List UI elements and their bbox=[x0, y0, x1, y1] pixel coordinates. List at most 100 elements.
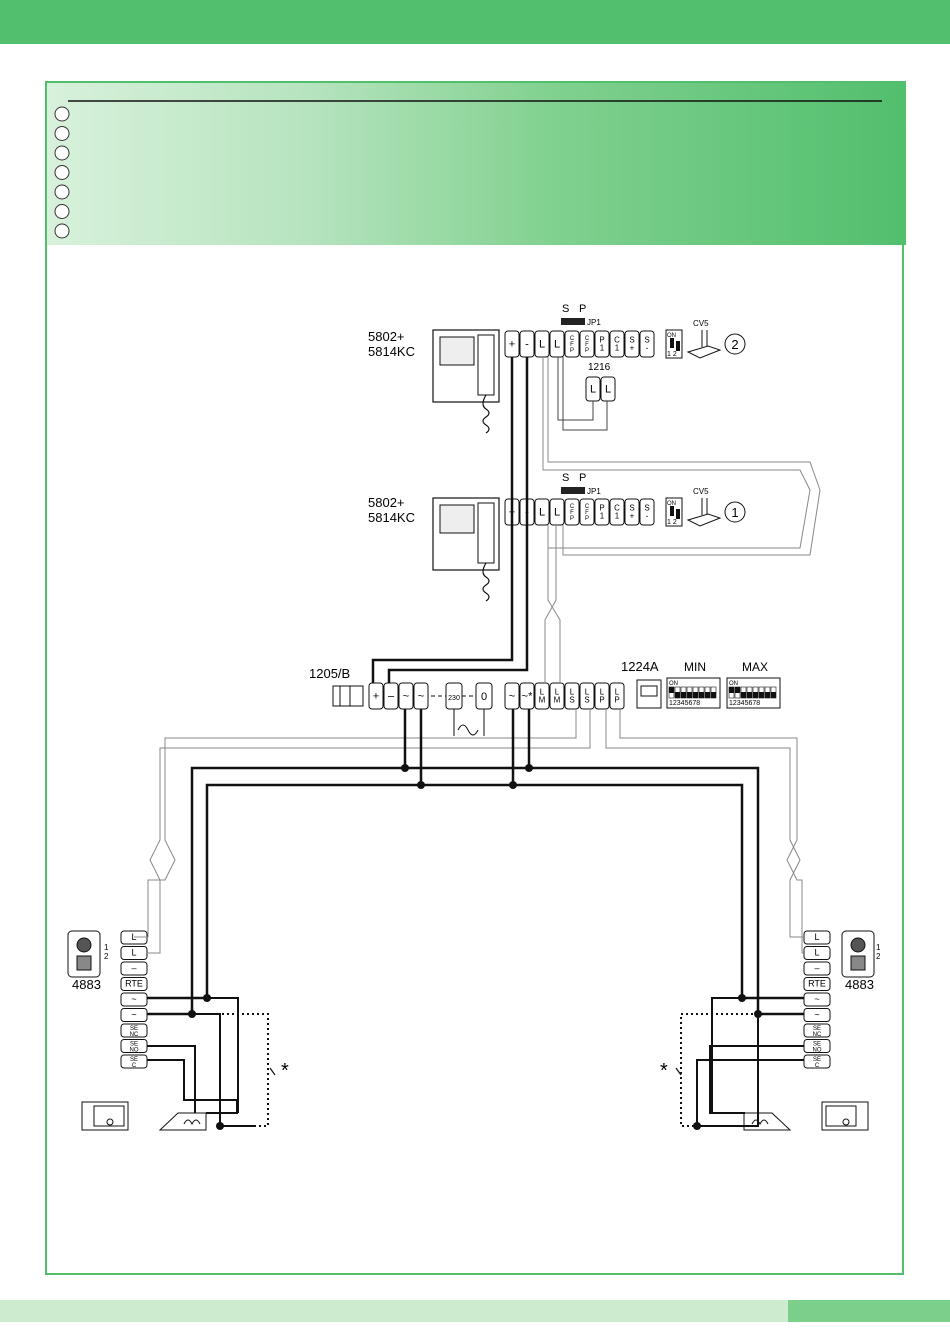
terminal bbox=[600, 376, 616, 402]
monitor-bottom-screen bbox=[439, 504, 475, 534]
terminal-label: NO bbox=[813, 1048, 822, 1054]
junctions bbox=[188, 764, 762, 1130]
terminal bbox=[120, 961, 148, 976]
terminal-label: S bbox=[629, 504, 634, 513]
terminal bbox=[609, 498, 625, 526]
option-circle bbox=[54, 165, 70, 180]
terminal bbox=[549, 498, 565, 526]
monitor-top-handset bbox=[477, 334, 495, 396]
terminal bbox=[564, 330, 580, 358]
thick-wires bbox=[147, 357, 804, 1127]
controller-label: 1224A bbox=[621, 659, 659, 674]
thin-wires bbox=[134, 357, 821, 954]
terminal-label: + bbox=[630, 512, 635, 521]
terminal bbox=[120, 977, 148, 991]
terminal-label: S bbox=[644, 504, 649, 513]
dip-min-on: ON bbox=[669, 681, 678, 687]
terminal-label: SE bbox=[813, 1057, 821, 1063]
terminal-label: ~* bbox=[522, 691, 533, 703]
terminal-label: NC bbox=[813, 1032, 822, 1038]
terminal-label: SE bbox=[130, 1026, 138, 1032]
jumper-p-label: P bbox=[579, 303, 586, 315]
terminal bbox=[594, 498, 610, 526]
terminal bbox=[609, 330, 625, 358]
dip-top-nums: 1 2 bbox=[667, 351, 677, 358]
jumper-top-label: JP1 bbox=[587, 318, 601, 327]
jumper-bottom-label: JP1 bbox=[587, 487, 601, 496]
terminal-label: – bbox=[814, 963, 819, 973]
option-circle bbox=[54, 223, 70, 239]
dip-switch-blocks bbox=[668, 338, 777, 699]
terminal bbox=[120, 1054, 148, 1069]
terminal-label: SE bbox=[130, 1057, 138, 1063]
dip-top-on: ON bbox=[667, 333, 676, 339]
junction-dot bbox=[693, 1122, 701, 1130]
terminal bbox=[639, 498, 655, 526]
terminal-label: NC bbox=[130, 1032, 139, 1038]
terminal-label: P bbox=[614, 696, 619, 705]
dip-max-nums: 12345678 bbox=[729, 700, 760, 707]
junction-dot bbox=[417, 781, 425, 789]
dip-max-on: ON bbox=[729, 681, 738, 687]
dip-min-nums: 12345678 bbox=[669, 700, 700, 707]
terminal bbox=[368, 682, 384, 710]
terminal-label: ~ bbox=[814, 1010, 819, 1020]
junction-dot bbox=[188, 1010, 196, 1018]
terminal bbox=[639, 330, 655, 358]
terminal-label: 230 bbox=[448, 695, 460, 702]
terminal-label: L bbox=[540, 688, 545, 697]
terminal-label: SE bbox=[813, 1042, 821, 1048]
psu-label: 1205/B bbox=[309, 666, 350, 681]
terminal-label: L bbox=[539, 339, 545, 351]
terminal-label: C bbox=[585, 504, 590, 510]
max-label: MAX bbox=[742, 660, 768, 674]
terminal-label: S bbox=[629, 336, 634, 345]
terminal bbox=[594, 682, 610, 710]
psu-icon bbox=[332, 685, 364, 707]
terminal-label: RTE bbox=[125, 979, 143, 989]
terminal-label: P bbox=[599, 504, 604, 513]
monitor-top-number: 2 bbox=[731, 337, 738, 352]
min-label: MIN bbox=[684, 660, 706, 674]
terminal bbox=[579, 330, 595, 358]
monitor-top-label-2: 5814KC bbox=[368, 344, 415, 359]
jumper-s-label: S bbox=[562, 303, 569, 315]
terminal-label: 1 bbox=[600, 344, 605, 353]
option-circle bbox=[54, 126, 70, 141]
terminal bbox=[803, 992, 831, 1007]
terminal-label: - bbox=[646, 512, 649, 521]
terminal-label: L bbox=[554, 507, 560, 519]
junction-dot bbox=[738, 994, 746, 1002]
terminal-label: ~ bbox=[131, 1010, 136, 1020]
cv5-top-icon bbox=[686, 345, 722, 359]
terminal-label: L bbox=[539, 507, 545, 519]
terminal-label: L bbox=[555, 688, 560, 697]
terminal-label: ~ bbox=[509, 691, 515, 703]
terminal bbox=[594, 330, 610, 358]
terminal bbox=[803, 1023, 831, 1038]
terminal-label: C bbox=[570, 504, 575, 510]
option-circle bbox=[54, 184, 70, 200]
terminal bbox=[534, 498, 550, 526]
terminal bbox=[120, 992, 148, 1007]
junction-dot bbox=[203, 994, 211, 1002]
star-right: * bbox=[660, 1060, 668, 1082]
bottom-tab bbox=[788, 1300, 950, 1322]
terminal bbox=[549, 330, 565, 358]
panel-left-sub1: 1 bbox=[104, 943, 109, 952]
terminal bbox=[120, 1023, 148, 1038]
terminal-label: L bbox=[131, 948, 136, 958]
monitor-top-screen bbox=[439, 336, 475, 366]
bell-left bbox=[158, 1112, 207, 1131]
terminal-label: ~ bbox=[403, 691, 409, 703]
terminal-label: L bbox=[590, 384, 596, 396]
cv5-bottom-icon bbox=[686, 513, 722, 527]
terminal-label: + bbox=[509, 339, 515, 351]
